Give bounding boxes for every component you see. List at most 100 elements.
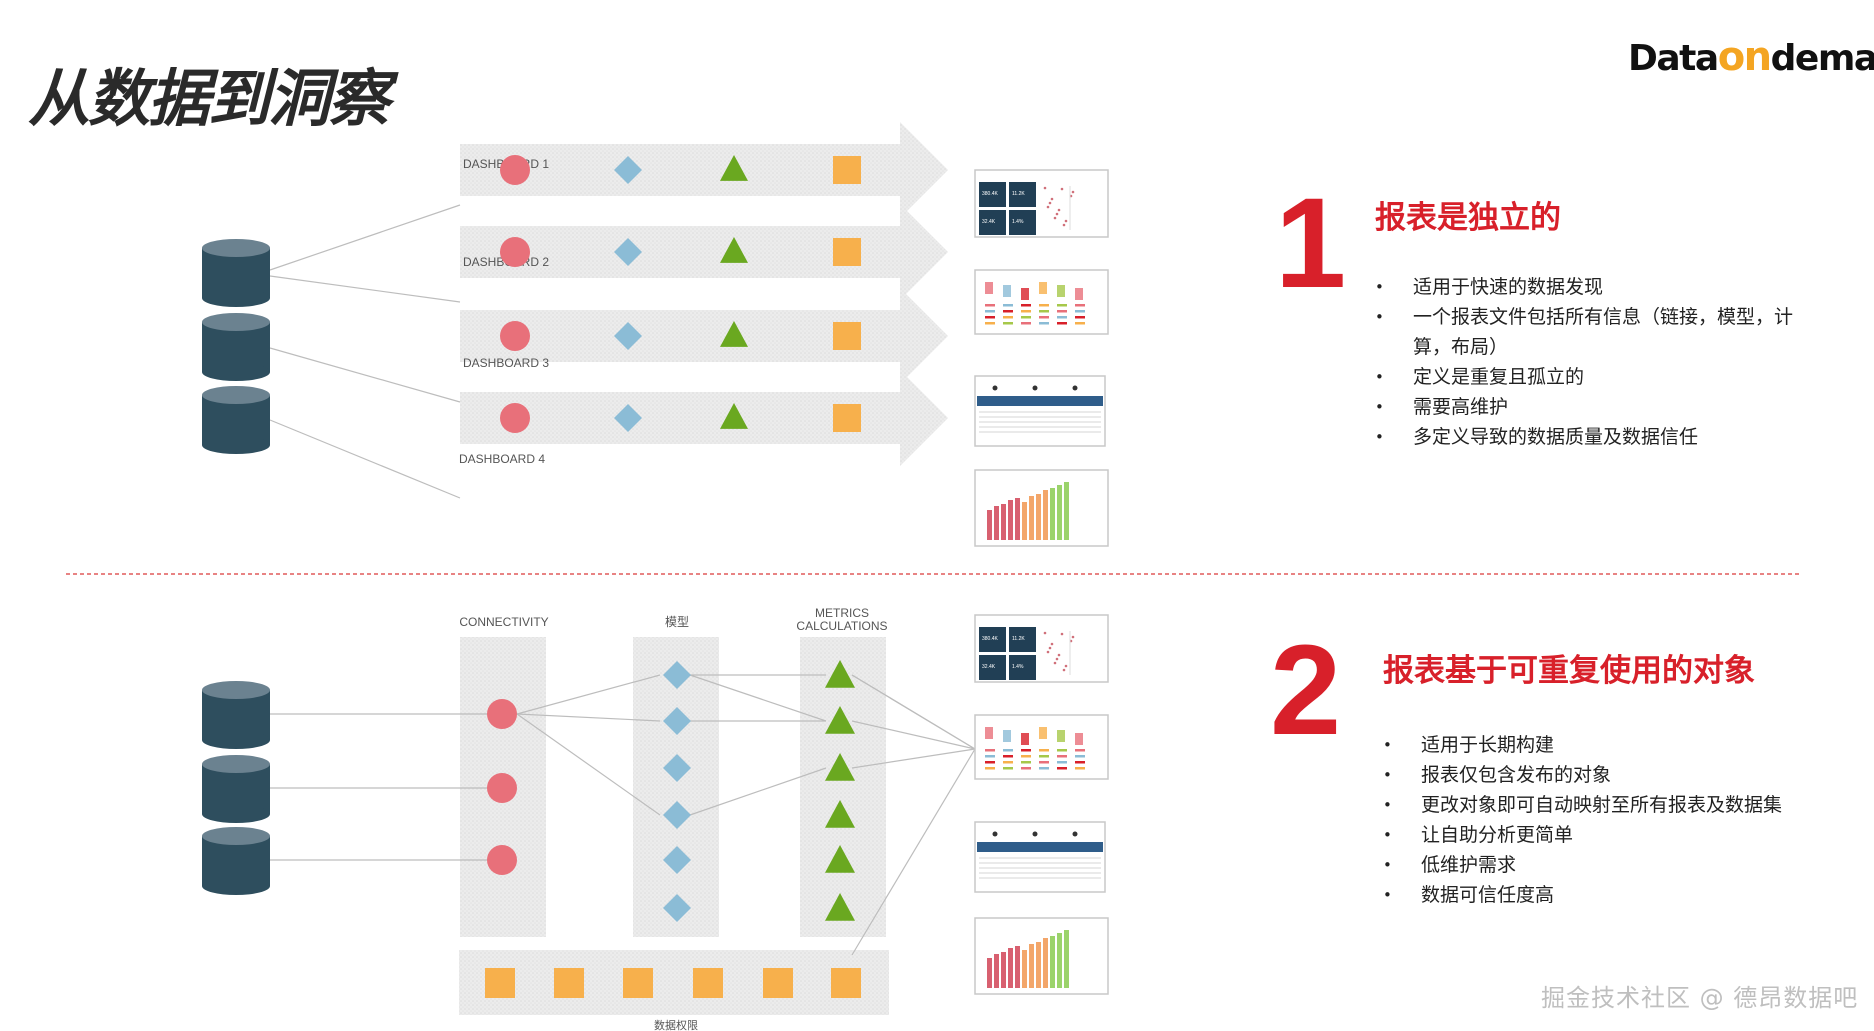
scatter-dot <box>1046 205 1050 209</box>
scatter-dot <box>1060 632 1064 636</box>
kpi-tile <box>1009 655 1036 680</box>
connector-line <box>516 713 661 816</box>
bar-mark <box>1003 316 1013 319</box>
kpi-value: 380.4K <box>982 191 999 197</box>
arrow-band <box>460 370 948 466</box>
bar-mark <box>985 767 995 770</box>
kpi-tile <box>979 210 1006 235</box>
database-top <box>202 755 270 773</box>
database-icon <box>202 239 270 307</box>
circle-shape <box>500 403 530 433</box>
bar-mark <box>1008 948 1013 988</box>
square-shape <box>693 968 723 998</box>
bar-mark <box>1003 310 1013 313</box>
box-mark <box>1039 727 1047 739</box>
bar-mark <box>1057 316 1067 319</box>
triangle-shape <box>720 321 748 347</box>
kpi-tile <box>979 655 1006 680</box>
diamond-shape <box>663 754 691 782</box>
kpi-value: 11.2K <box>1012 636 1025 642</box>
table-icon <box>1072 831 1078 837</box>
column-label: CONNECTIVITY <box>459 615 548 629</box>
bar-mark <box>994 954 999 988</box>
bar-mark <box>1064 482 1069 540</box>
bullet-item: 适用于长期构建 <box>1383 730 1833 760</box>
bullet-item: 低维护需求 <box>1383 850 1833 880</box>
database-bottom <box>202 805 270 823</box>
bar-mark <box>1075 755 1085 758</box>
triangle-shape <box>825 753 855 781</box>
triangle-shape <box>825 893 855 921</box>
kpi-value: 1.4% <box>1012 664 1024 670</box>
column-label: 模型 <box>665 615 689 629</box>
bar-mark <box>1057 310 1067 313</box>
bar-mark <box>1022 502 1027 540</box>
kpi-tile <box>979 627 1006 652</box>
dashboard-label: DASHBOARD 4 <box>459 452 545 466</box>
scatter-dot <box>1064 664 1068 668</box>
connector-line <box>269 204 461 271</box>
bar-mark <box>1003 761 1013 764</box>
box-mark <box>1003 285 1011 297</box>
bar-mark <box>1075 310 1085 313</box>
bar-mark <box>1075 304 1085 307</box>
footer-watermark: 掘金技术社区 @ 德昂数据吧 <box>1541 984 1859 1012</box>
bar-mark <box>1003 767 1013 770</box>
dashboard-arrow: DASHBOARD 1 <box>460 122 948 218</box>
section-2-number: 2 <box>1270 619 1342 762</box>
square-shape <box>833 322 861 350</box>
diamond-shape <box>663 894 691 922</box>
logo-part-demand: demand <box>1770 38 1874 79</box>
scatter-dot <box>1064 219 1068 223</box>
bullet-item: 数据可信任度高 <box>1383 880 1833 910</box>
kpi-value: 11.2K <box>1012 191 1025 197</box>
connector-line <box>269 275 461 303</box>
dashboard-arrow: DASHBOARD 4 <box>459 370 948 466</box>
scatter-dot <box>1055 657 1059 661</box>
square-shape <box>833 156 861 184</box>
circle-shape <box>487 773 517 803</box>
database-bottom <box>202 436 270 454</box>
bar-mark <box>1043 490 1048 540</box>
bar-mark <box>1075 761 1085 764</box>
database-icon <box>202 755 270 823</box>
bar-mark <box>1050 936 1055 988</box>
kpi-tile <box>1009 210 1036 235</box>
circle-shape <box>487 699 517 729</box>
square-shape <box>485 968 515 998</box>
bar-mark <box>1029 944 1034 988</box>
triangle-shape <box>825 706 855 734</box>
scatter-dot <box>1050 197 1054 201</box>
arrow-band <box>460 122 948 218</box>
kpi-value: 380.4K <box>982 636 999 642</box>
bar-mark <box>1003 749 1013 752</box>
bar-mark <box>1008 500 1013 540</box>
database-icon <box>202 827 270 895</box>
bar-mark <box>1039 316 1049 319</box>
column-label: METRICS <box>815 606 869 620</box>
bar-mark <box>985 761 995 764</box>
bar-mark <box>1021 316 1031 319</box>
bar-mark <box>1039 767 1049 770</box>
bar-mark <box>1015 946 1020 988</box>
box-mark <box>1021 733 1029 745</box>
bar-mark <box>1021 755 1031 758</box>
kpi-value: 32.4K <box>982 219 996 225</box>
bar-mark <box>985 316 995 319</box>
box-mark <box>1057 285 1065 297</box>
section-1-number: 1 <box>1275 172 1347 315</box>
dashboard-thumbnail <box>974 269 1109 335</box>
bullet-item: 需要高维护 <box>1375 392 1825 422</box>
bullet-item: 报表仅包含发布的对象 <box>1383 760 1833 790</box>
bar-mark <box>1043 938 1048 988</box>
table-icon <box>992 385 998 391</box>
bar-mark <box>1003 755 1013 758</box>
database-top <box>202 827 270 845</box>
bar-mark <box>985 310 995 313</box>
bar-mark <box>987 958 992 988</box>
logo-part-on: on <box>1717 34 1772 80</box>
scatter-dot <box>1062 668 1066 672</box>
bar-mark <box>1057 933 1062 988</box>
